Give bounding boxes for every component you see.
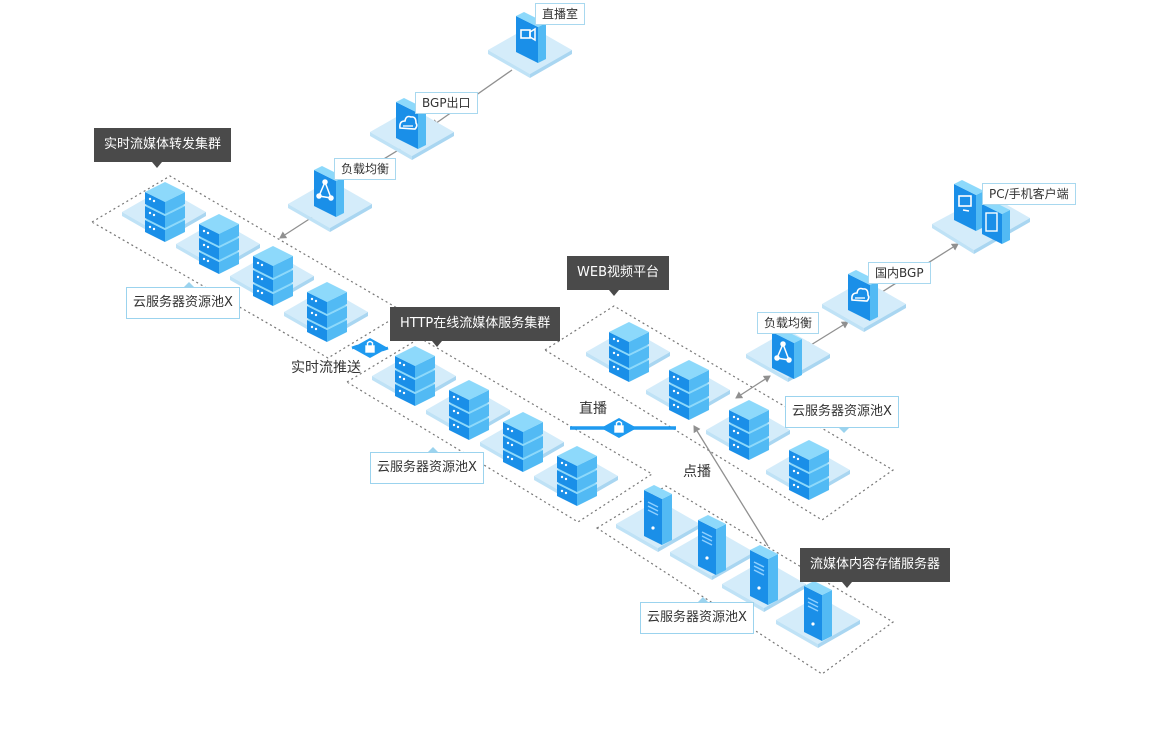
link-web-lb xyxy=(735,375,771,399)
load-balancer-icon xyxy=(316,179,334,201)
web-server-2 xyxy=(646,360,730,420)
realtime-cluster-title: 实时流媒体转发集群 xyxy=(94,128,232,168)
http-cluster-title: HTTP在线流媒体服务集群 xyxy=(390,307,561,347)
storage-cluster-title: 流媒体内容存储服务器 xyxy=(800,548,951,588)
http-pool-label: 云服务器资源池X xyxy=(370,447,484,484)
link-lb-bgp xyxy=(805,321,849,349)
web-cluster-border xyxy=(543,305,895,521)
realtime-push-badge xyxy=(351,338,389,358)
http-cluster-border xyxy=(345,337,654,523)
video-camera-icon xyxy=(520,27,536,42)
pc-mobile-label: PC/手机客户端 xyxy=(982,183,1076,205)
link-lb-realtime xyxy=(279,215,315,239)
http-server-1 xyxy=(372,346,456,406)
lb-right-label: 负载均衡 xyxy=(757,312,820,334)
domestic-bgp-node xyxy=(822,270,906,332)
web-cluster-title: WEB视频平台 xyxy=(567,256,669,296)
link-vod xyxy=(693,425,769,547)
cloud-icon xyxy=(851,287,870,302)
lock-icon xyxy=(365,340,375,353)
bgp-exit-label: BGP出口 xyxy=(415,92,478,114)
vod-text: 点播 xyxy=(683,464,711,480)
lb-left-label: 负载均衡 xyxy=(334,158,397,180)
realtime-push-text: 实时流推送 xyxy=(291,360,361,376)
load-balancer-icon xyxy=(774,341,792,363)
storage-pool-label: 云服务器资源池X xyxy=(640,597,754,634)
bgp-exit-node xyxy=(370,98,454,160)
domestic-bgp-label: 国内BGP xyxy=(868,262,931,284)
web-server-4 xyxy=(766,440,850,500)
storage-server-1 xyxy=(616,484,700,552)
lock-icon xyxy=(614,420,624,433)
web-server-3 xyxy=(706,400,790,460)
web-pool-label: 云服务器资源池X xyxy=(785,396,899,433)
live-badge xyxy=(601,418,637,438)
studio-node xyxy=(488,12,572,78)
realtime-server-1 xyxy=(122,182,206,242)
lb-left-node xyxy=(288,166,372,232)
lb-right-node xyxy=(746,328,830,382)
realtime-pool-label: 云服务器资源池X xyxy=(126,282,240,319)
monitor-icon xyxy=(958,195,972,207)
live-text: 直播 xyxy=(579,401,607,417)
studio-label: 直播室 xyxy=(535,3,586,25)
cloud-icon xyxy=(399,115,418,130)
realtime-server-4 xyxy=(284,282,368,342)
pc-mobile-node xyxy=(932,180,1030,254)
phone-icon xyxy=(982,200,1010,244)
storage-cluster-border xyxy=(595,485,895,675)
